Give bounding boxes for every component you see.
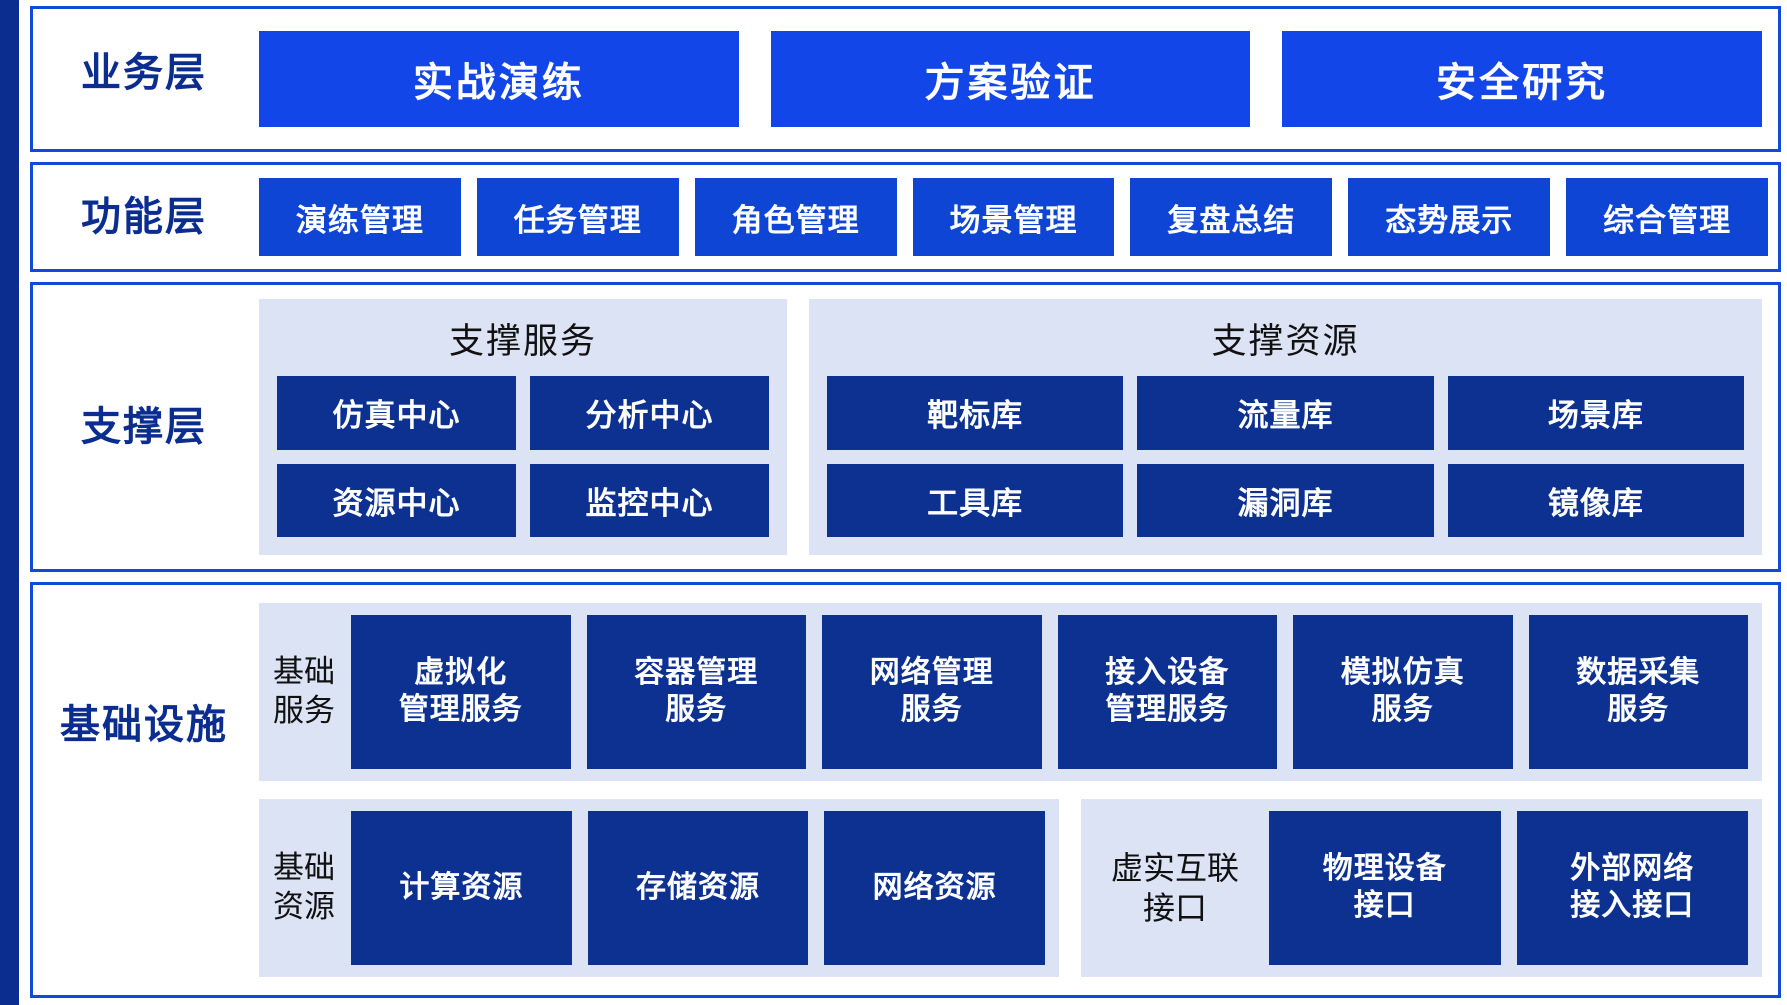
infrastructure-service-box-1[interactable]: 容器管理 服务 [586, 615, 806, 769]
infrastructure-resource-box-0[interactable]: 计算资源 [351, 811, 572, 965]
function-box-2[interactable]: 角色管理 [694, 178, 897, 256]
business-box-row: 实战演练 方案验证 安全研究 [259, 31, 1763, 127]
infrastructure-interface-box-0[interactable]: 物理设备 接口 [1269, 811, 1501, 965]
infrastructure-service-group: 基础 服务 虚拟化 管理服务 容器管理 服务 网络管理 服务 接入设备 管理服务… [259, 603, 1762, 781]
support-service-box-3[interactable]: 监控中心 [530, 463, 769, 537]
function-box-row: 演练管理 任务管理 角色管理 场景管理 复盘总结 态势展示 综合管理 [259, 178, 1769, 256]
support-service-box-2[interactable]: 资源中心 [277, 463, 516, 537]
function-box-1[interactable]: 任务管理 [476, 178, 679, 256]
infrastructure-service-box-5[interactable]: 数据采集 服务 [1528, 615, 1748, 769]
infrastructure-service-box-4[interactable]: 模拟仿真 服务 [1293, 615, 1513, 769]
support-resource-box-1[interactable]: 流量库 [1137, 376, 1434, 450]
support-service-box-1[interactable]: 分析中心 [530, 376, 769, 450]
infrastructure-interface-boxes: 物理设备 接口 外部网络 接入接口 [1269, 811, 1749, 965]
function-box-0[interactable]: 演练管理 [259, 178, 461, 256]
function-box-3[interactable]: 场景管理 [912, 178, 1115, 256]
layer-title-business: 业务层 [81, 51, 207, 95]
layer-panel-support: 支撑层 支撑服务 仿真中心 分析中心 资源中心 监控中心 支撑资源 靶标库 流量… [30, 282, 1781, 572]
layer-title-infrastructure: 基础设施 [60, 703, 228, 747]
infrastructure-interface-box-1[interactable]: 外部网络 接入接口 [1516, 811, 1749, 965]
support-group-services: 支撑服务 仿真中心 分析中心 资源中心 监控中心 [259, 299, 787, 555]
layer-title-support: 支撑层 [81, 405, 207, 449]
business-box-0[interactable]: 实战演练 [259, 31, 739, 127]
function-box-6[interactable]: 综合管理 [1566, 178, 1769, 256]
layer-panel-function: 功能层 演练管理 任务管理 角色管理 场景管理 复盘总结 态势展示 综合管理 [30, 162, 1781, 272]
business-box-1[interactable]: 方案验证 [770, 31, 1251, 127]
support-service-box-0[interactable]: 仿真中心 [277, 376, 516, 450]
support-resource-box-4[interactable]: 漏洞库 [1137, 463, 1434, 537]
support-resource-box-0[interactable]: 靶标库 [827, 376, 1124, 450]
layer-panel-infrastructure: 基础设施 基础 服务 虚拟化 管理服务 容器管理 服务 网络管理 服务 接入设备… [30, 582, 1781, 998]
support-services-grid: 仿真中心 分析中心 资源中心 监控中心 [277, 376, 769, 537]
infrastructure-interface-group: 虚实互联 接口 物理设备 接口 外部网络 接入接口 [1081, 799, 1762, 977]
layer-title-function: 功能层 [81, 195, 207, 239]
support-resource-box-2[interactable]: 场景库 [1447, 376, 1744, 450]
infrastructure-resource-boxes: 计算资源 存储资源 网络资源 [351, 811, 1046, 965]
support-group-resources: 支撑资源 靶标库 流量库 场景库 工具库 漏洞库 镜像库 [809, 299, 1762, 555]
support-resource-box-5[interactable]: 镜像库 [1447, 463, 1744, 537]
infrastructure-interface-label: 虚实互联 接口 [1111, 850, 1240, 926]
support-resource-box-3[interactable]: 工具库 [827, 463, 1124, 537]
infrastructure-service-box-2[interactable]: 网络管理 服务 [822, 615, 1042, 769]
support-group-resources-title: 支撑资源 [1211, 322, 1360, 361]
infrastructure-resource-label: 基础 资源 [273, 850, 335, 924]
layer-panel-business: 业务层 实战演练 方案验证 安全研究 [30, 6, 1781, 152]
support-resources-grid: 靶标库 流量库 场景库 工具库 漏洞库 镜像库 [827, 376, 1744, 537]
function-box-4[interactable]: 复盘总结 [1130, 178, 1333, 256]
support-groups: 支撑服务 仿真中心 分析中心 资源中心 监控中心 支撑资源 靶标库 流量库 场景… [259, 299, 1762, 555]
business-box-2[interactable]: 安全研究 [1282, 31, 1763, 127]
infrastructure-service-row: 基础 服务 虚拟化 管理服务 容器管理 服务 网络管理 服务 接入设备 管理服务… [259, 603, 1762, 781]
left-accent-bar [0, 0, 19, 1005]
infrastructure-service-box-3[interactable]: 接入设备 管理服务 [1057, 615, 1277, 769]
support-group-services-title: 支撑服务 [448, 322, 597, 361]
infrastructure-resource-group: 基础 资源 计算资源 存储资源 网络资源 [259, 799, 1059, 977]
infrastructure-resource-box-2[interactable]: 网络资源 [824, 811, 1046, 965]
infrastructure-resource-row: 基础 资源 计算资源 存储资源 网络资源 虚实互联 接口 物理设备 接口 外部网… [259, 799, 1762, 977]
infrastructure-service-box-0[interactable]: 虚拟化 管理服务 [351, 615, 571, 769]
infrastructure-service-label: 基础 服务 [273, 654, 335, 728]
infrastructure-service-boxes: 虚拟化 管理服务 容器管理 服务 网络管理 服务 接入设备 管理服务 模拟仿真 … [351, 615, 1748, 769]
function-box-5[interactable]: 态势展示 [1348, 178, 1551, 256]
infrastructure-resource-box-1[interactable]: 存储资源 [587, 811, 809, 965]
infrastructure-rows: 基础 服务 虚拟化 管理服务 容器管理 服务 网络管理 服务 接入设备 管理服务… [259, 603, 1762, 977]
